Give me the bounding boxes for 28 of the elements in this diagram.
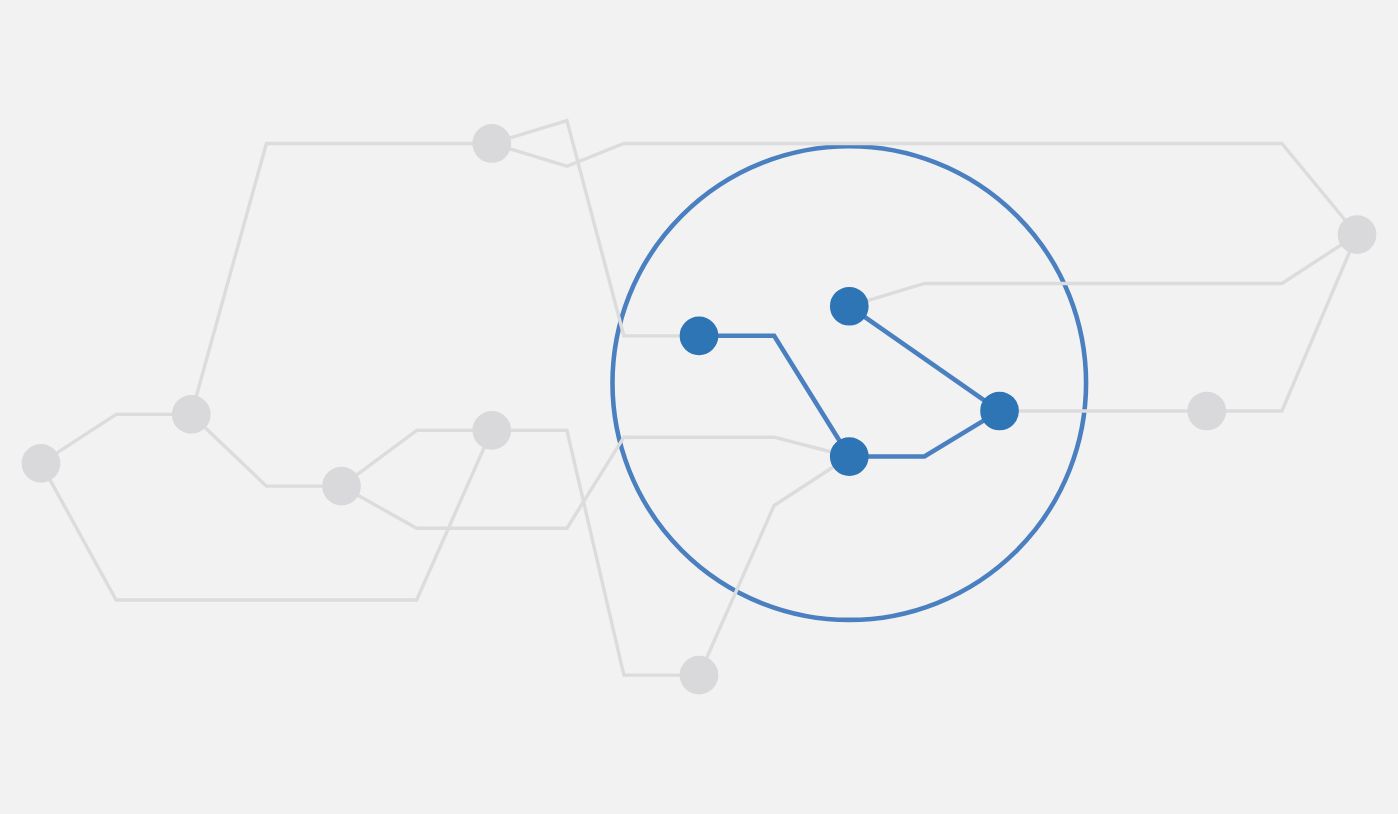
cluster [610,144,1089,623]
node-circle [829,437,869,476]
connector [867,418,986,459]
node-circle [679,316,719,356]
node-circle [980,391,1019,431]
node-circle [322,466,361,506]
connector [704,465,835,660]
node-circle [472,411,512,450]
node-circle [171,395,211,434]
connector [356,435,833,530]
connector [508,141,1347,222]
connector [1224,250,1352,413]
node-circle [679,655,719,695]
connector [717,333,842,443]
node-circle [1337,215,1377,254]
connector [48,446,486,602]
connector [508,118,681,338]
node-circle [472,124,512,163]
connector [510,428,681,677]
connector [194,141,474,398]
node-circle [21,444,61,483]
connector [55,412,174,455]
connector [203,425,324,488]
node-circle [829,286,869,326]
connector [355,428,474,477]
connector [862,314,986,403]
connector [866,243,1343,303]
node-circle [1187,391,1227,431]
